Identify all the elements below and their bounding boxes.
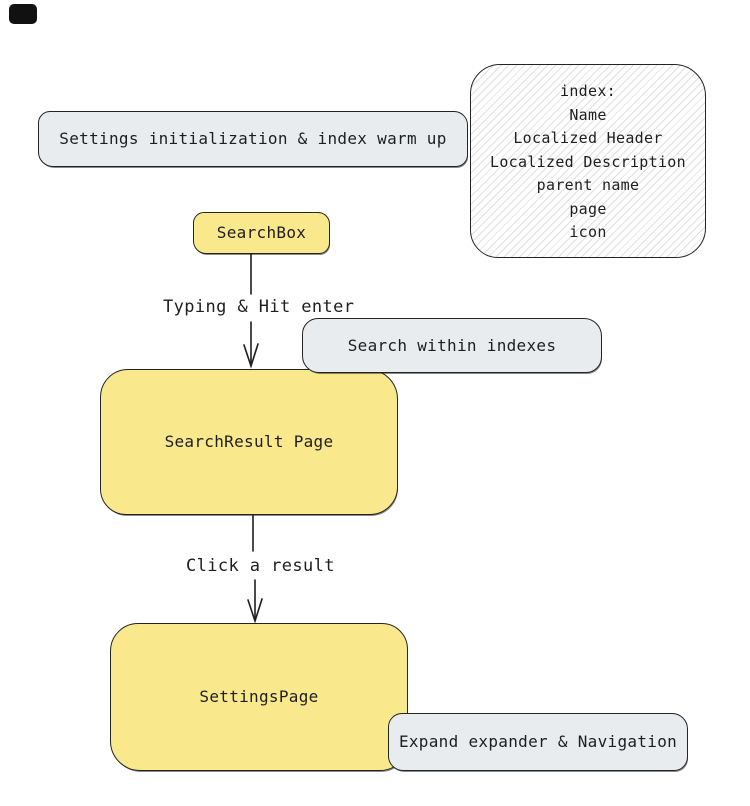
index-note-field: icon <box>569 223 607 241</box>
index-note-field: page <box>569 199 607 218</box>
node-search-within-indexes-label: Search within indexes <box>347 335 557 355</box>
edge-label-typing-hit-enter: Typing & Hit enter <box>161 297 357 317</box>
node-settingspage-label: SettingsPage <box>199 687 319 706</box>
arrowhead-settingspage <box>247 598 263 624</box>
index-note-title: index: <box>560 82 616 100</box>
node-searchresult-page: SearchResult Page <box>100 369 398 515</box>
node-index-fields-note: index: Name Localized Header Localized D… <box>470 64 706 258</box>
node-settings-initialization: Settings initialization & index warm up <box>38 111 468 167</box>
node-expand-expander-navigation: Expand expander & Navigation <box>388 713 688 771</box>
node-expand-expander-navigation-label: Expand expander & Navigation <box>398 732 678 751</box>
edge-label-click-a-result: Click a result <box>184 556 337 576</box>
arrowhead-searchresult <box>243 343 259 369</box>
node-search-within-indexes: Search within indexes <box>302 318 602 373</box>
node-searchbox-label: SearchBox <box>216 223 307 242</box>
node-searchresult-page-label: SearchResult Page <box>164 432 334 451</box>
index-note-field: Localized Description <box>490 152 686 171</box>
node-settings-initialization-label: Settings initialization & index warm up <box>59 129 447 148</box>
node-searchbox: SearchBox <box>193 212 330 254</box>
index-note-field: Localized Header <box>513 129 663 147</box>
index-note-field: Name <box>569 105 607 124</box>
black-marker-shape <box>9 4 37 24</box>
index-note-field: parent name <box>536 176 640 194</box>
node-settingspage: SettingsPage <box>110 623 408 771</box>
